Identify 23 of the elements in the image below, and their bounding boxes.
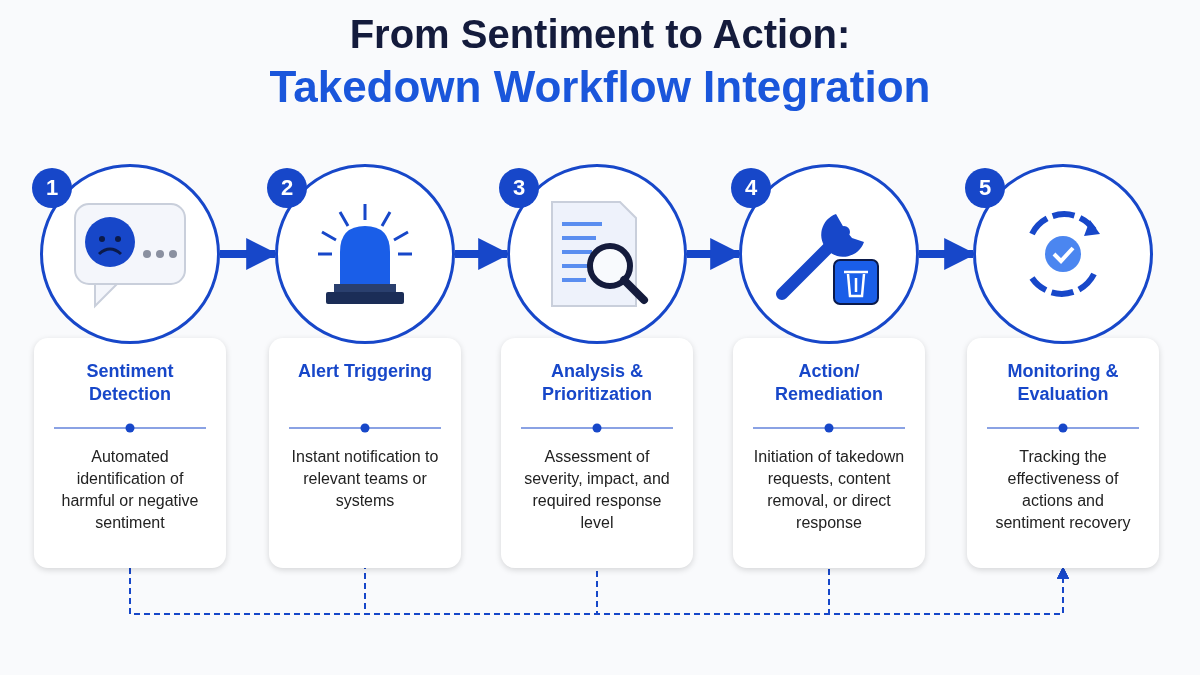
step-number-badge: 4 bbox=[731, 168, 771, 208]
step-description: Assessment of severity, impact, and required response level bbox=[523, 447, 671, 533]
step-title: Monitoring & Evaluation bbox=[1006, 360, 1120, 406]
step-card bbox=[501, 338, 693, 568]
step-title: Action/ Remediation bbox=[774, 360, 884, 406]
step-title: Analysis & Prioritization bbox=[541, 360, 653, 406]
step-card bbox=[733, 338, 925, 568]
step-number-badge: 1 bbox=[32, 168, 72, 208]
subtitle: Takedown Workflow Integration bbox=[268, 62, 932, 112]
step-number-badge: 5 bbox=[965, 168, 1005, 208]
step-card bbox=[34, 338, 226, 568]
step-title: Alert Triggering bbox=[297, 360, 433, 383]
step-description: Tracking the effectiveness of actions and sentiment recovery bbox=[994, 447, 1132, 533]
step-description: Instant notification to relevant teams or systems bbox=[290, 447, 440, 511]
step-description: Automated identification of harmful or negative sentiment bbox=[60, 447, 200, 533]
step-card bbox=[967, 338, 1159, 568]
step-card bbox=[269, 338, 461, 568]
step-title: Sentiment Detection bbox=[85, 360, 175, 406]
step-number-badge: 2 bbox=[267, 168, 307, 208]
step-number-badge: 3 bbox=[499, 168, 539, 208]
feedback-line bbox=[828, 566, 1069, 615]
title: From Sentiment to Action: bbox=[348, 12, 852, 57]
step-description: Initiation of takedown requests, content removal, or direct response bbox=[753, 447, 905, 533]
